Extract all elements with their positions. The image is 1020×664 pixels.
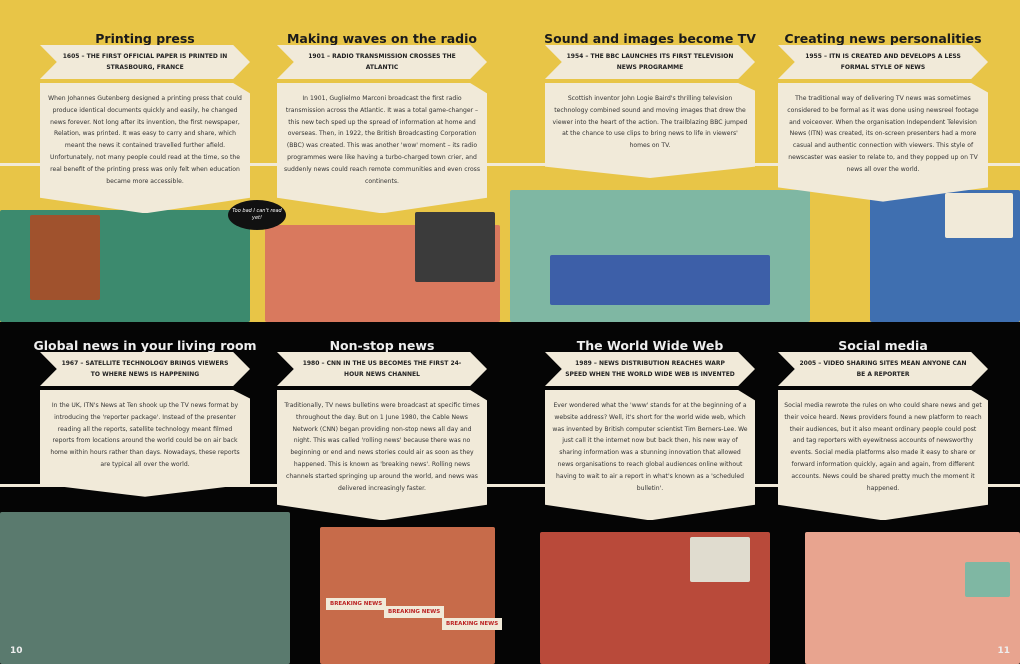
section-title: Printing press (95, 31, 195, 46)
section-title: Creating news personalities (784, 31, 982, 46)
breaking-news-sign: BREAKING NEWS (442, 618, 503, 630)
section-body: In the UK, ITN's News at Ten shook up th… (40, 390, 250, 497)
world-map (945, 193, 1013, 238)
timeline-line (0, 163, 1020, 166)
page-number-left: 10 (10, 646, 23, 656)
printing-press-machine (30, 215, 100, 300)
section-body: The traditional way of delivering TV new… (778, 83, 988, 202)
section-banner: 2005 – VIDEO SHARING SITES MEAN ANYONE C… (778, 352, 988, 386)
social-media-illustration (805, 532, 1020, 664)
breaking-news-sign: BREAKING NEWS (384, 606, 445, 618)
breaking-news-sign: BREAKING NEWS (326, 598, 387, 610)
section-title: Global news in your living room (33, 338, 257, 353)
section-title: The World Wide Web (576, 338, 724, 353)
globe-icon (965, 562, 1010, 597)
section-body: Social media rewrote the rules on who co… (778, 390, 988, 521)
section-body: When Johannes Gutenberg designed a print… (40, 83, 250, 214)
radio-equipment (415, 212, 495, 282)
section-body: Scottish inventor John Logie Baird's thr… (545, 83, 755, 178)
computer (690, 537, 750, 582)
section-title: Making waves on the radio (286, 31, 478, 46)
rug (550, 255, 770, 305)
section-body: Ever wondered what the 'www' stands for … (545, 390, 755, 521)
section-banner: 1955 – ITN IS CREATED AND DEVELOPS A LES… (778, 45, 988, 79)
section-banner: 1967 – SATELLITE TECHNOLOGY BRINGS VIEWE… (40, 352, 250, 386)
section-banner: 1954 – THE BBC LAUNCHES ITS FIRST TELEVI… (545, 45, 755, 79)
section-banner: 1605 – THE FIRST OFFICIAL PAPER IS PRINT… (40, 45, 250, 79)
section-banner: 1989 – NEWS DISTRIBUTION REACHES WARP SP… (545, 352, 755, 386)
page-number-right: 11 (997, 646, 1010, 656)
newsroom-illustration (320, 527, 495, 664)
section-banner: 1980 – CNN IN THE US BECOMES THE FIRST 2… (277, 352, 487, 386)
satellite-report-illustration (0, 512, 290, 664)
section-banner: 1901 – RADIO TRANSMISSION CROSSES THE AT… (277, 45, 487, 79)
section-body: Traditionally, TV news bulletins were br… (277, 390, 487, 521)
section-title: Social media (838, 338, 928, 353)
section-title: Non-stop news (329, 338, 435, 353)
speech-bubble: Too bad I can't read yet! (228, 200, 286, 230)
timeline-line (0, 484, 1020, 487)
section-title: Sound and images become TV (544, 31, 756, 46)
section-body: In 1901, Guglielmo Marconi broadcast the… (277, 83, 487, 214)
